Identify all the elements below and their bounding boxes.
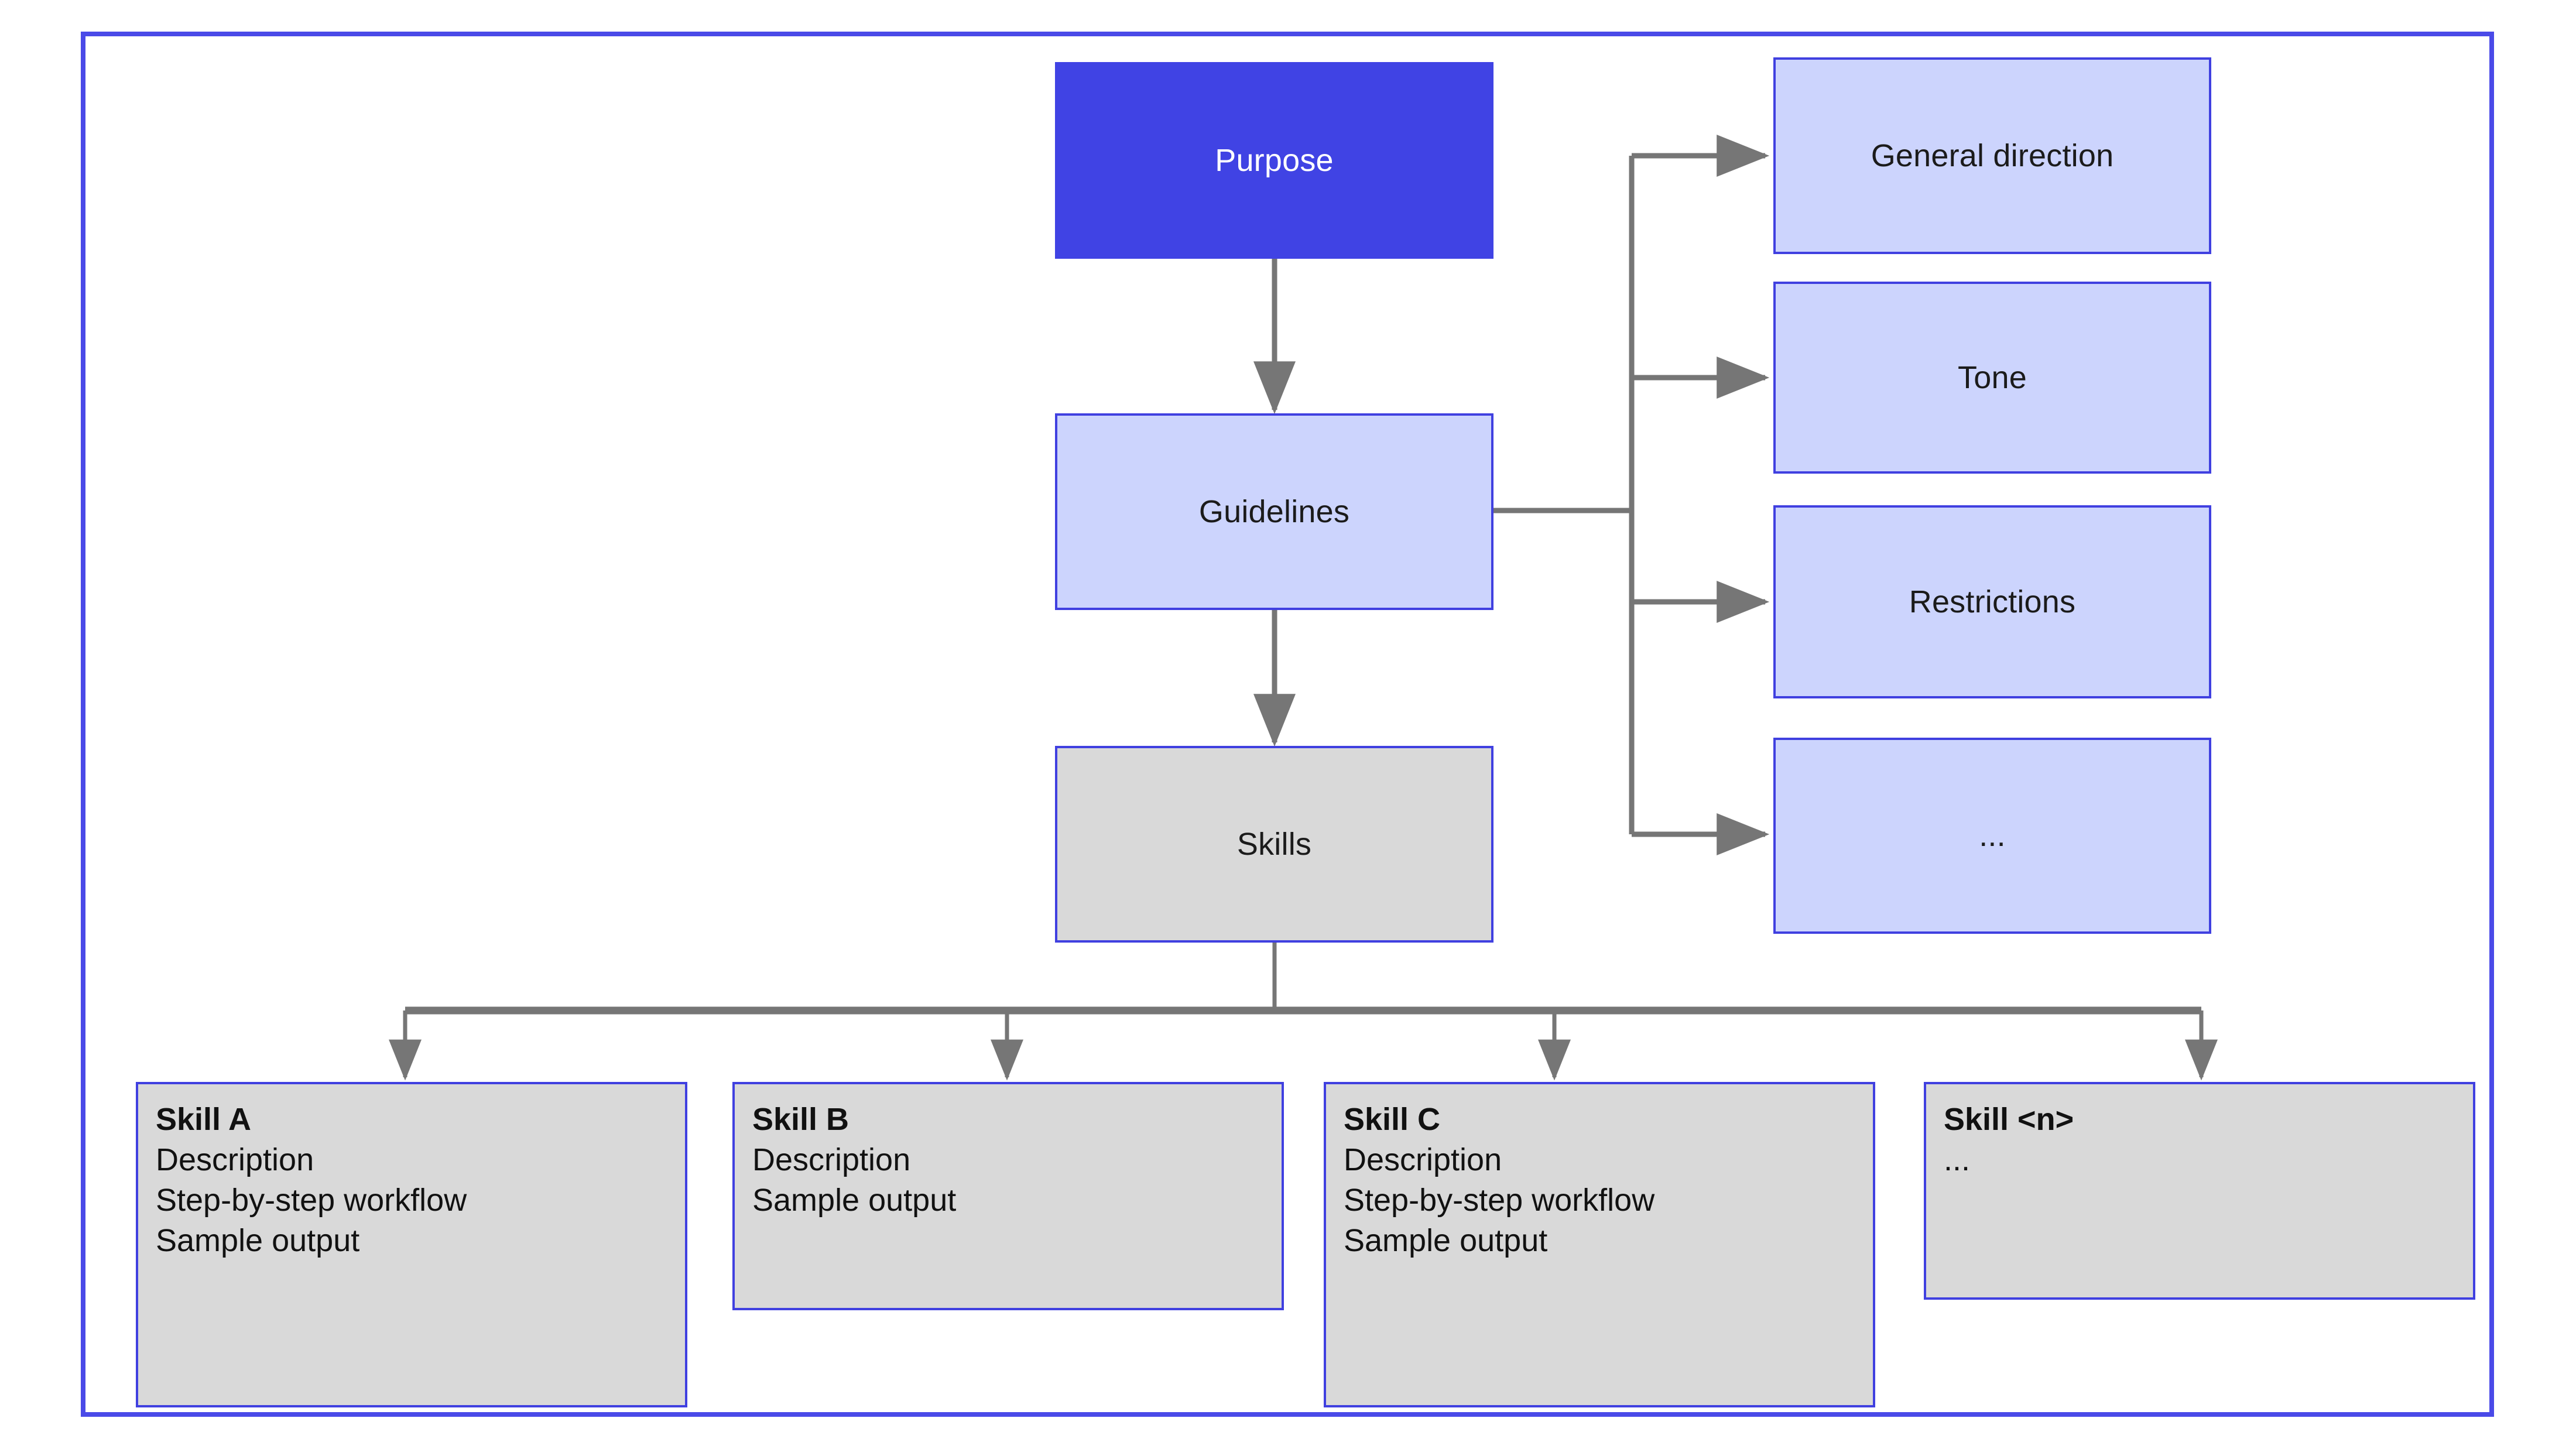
skill-card-c-line-1: Description (1344, 1142, 1502, 1178)
skill-card-b[interactable]: Skill B Description Sample output (732, 1082, 1284, 1310)
skill-card-b-line-1: Description (752, 1142, 911, 1178)
node-tone-label: Tone (1958, 359, 2027, 395)
skill-card-n[interactable]: Skill <n> ... (1924, 1082, 2475, 1300)
node-ellipsis[interactable]: ... (1773, 738, 2211, 934)
diagram-frame (81, 32, 2494, 1417)
node-guidelines-label: Guidelines (1198, 494, 1350, 529)
node-tone[interactable]: Tone (1773, 282, 2211, 474)
node-general-direction[interactable]: General direction (1773, 57, 2211, 254)
skill-card-a-title: Skill A (156, 1102, 252, 1137)
node-guidelines[interactable]: Guidelines (1055, 413, 1493, 610)
skill-card-c[interactable]: Skill C Description Step-by-step workflo… (1324, 1082, 1875, 1407)
skill-card-a-line-2: Step-by-step workflow (156, 1183, 467, 1218)
skill-card-n-line-1: ... (1944, 1142, 1971, 1178)
skill-card-c-title: Skill C (1344, 1102, 1441, 1137)
node-restrictions-label: Restrictions (1909, 584, 2076, 619)
node-general-direction-label: General direction (1871, 138, 2114, 173)
node-ellipsis-label: ... (1979, 818, 2006, 854)
skill-card-n-title: Skill <n> (1944, 1102, 2074, 1137)
node-purpose-label: Purpose (1215, 142, 1334, 178)
node-skills-label: Skills (1236, 826, 1312, 862)
node-restrictions[interactable]: Restrictions (1773, 505, 2211, 698)
skill-card-a-line-3: Sample output (156, 1223, 360, 1259)
node-purpose[interactable]: Purpose (1055, 62, 1493, 259)
skill-card-c-line-2: Step-by-step workflow (1344, 1183, 1655, 1218)
node-skills[interactable]: Skills (1055, 746, 1493, 943)
skill-card-b-title: Skill B (752, 1102, 849, 1137)
skill-card-a[interactable]: Skill A Description Step-by-step workflo… (136, 1082, 687, 1407)
skill-card-c-line-3: Sample output (1344, 1223, 1548, 1259)
skill-card-a-line-1: Description (156, 1142, 314, 1178)
skill-card-b-line-2: Sample output (752, 1183, 957, 1218)
